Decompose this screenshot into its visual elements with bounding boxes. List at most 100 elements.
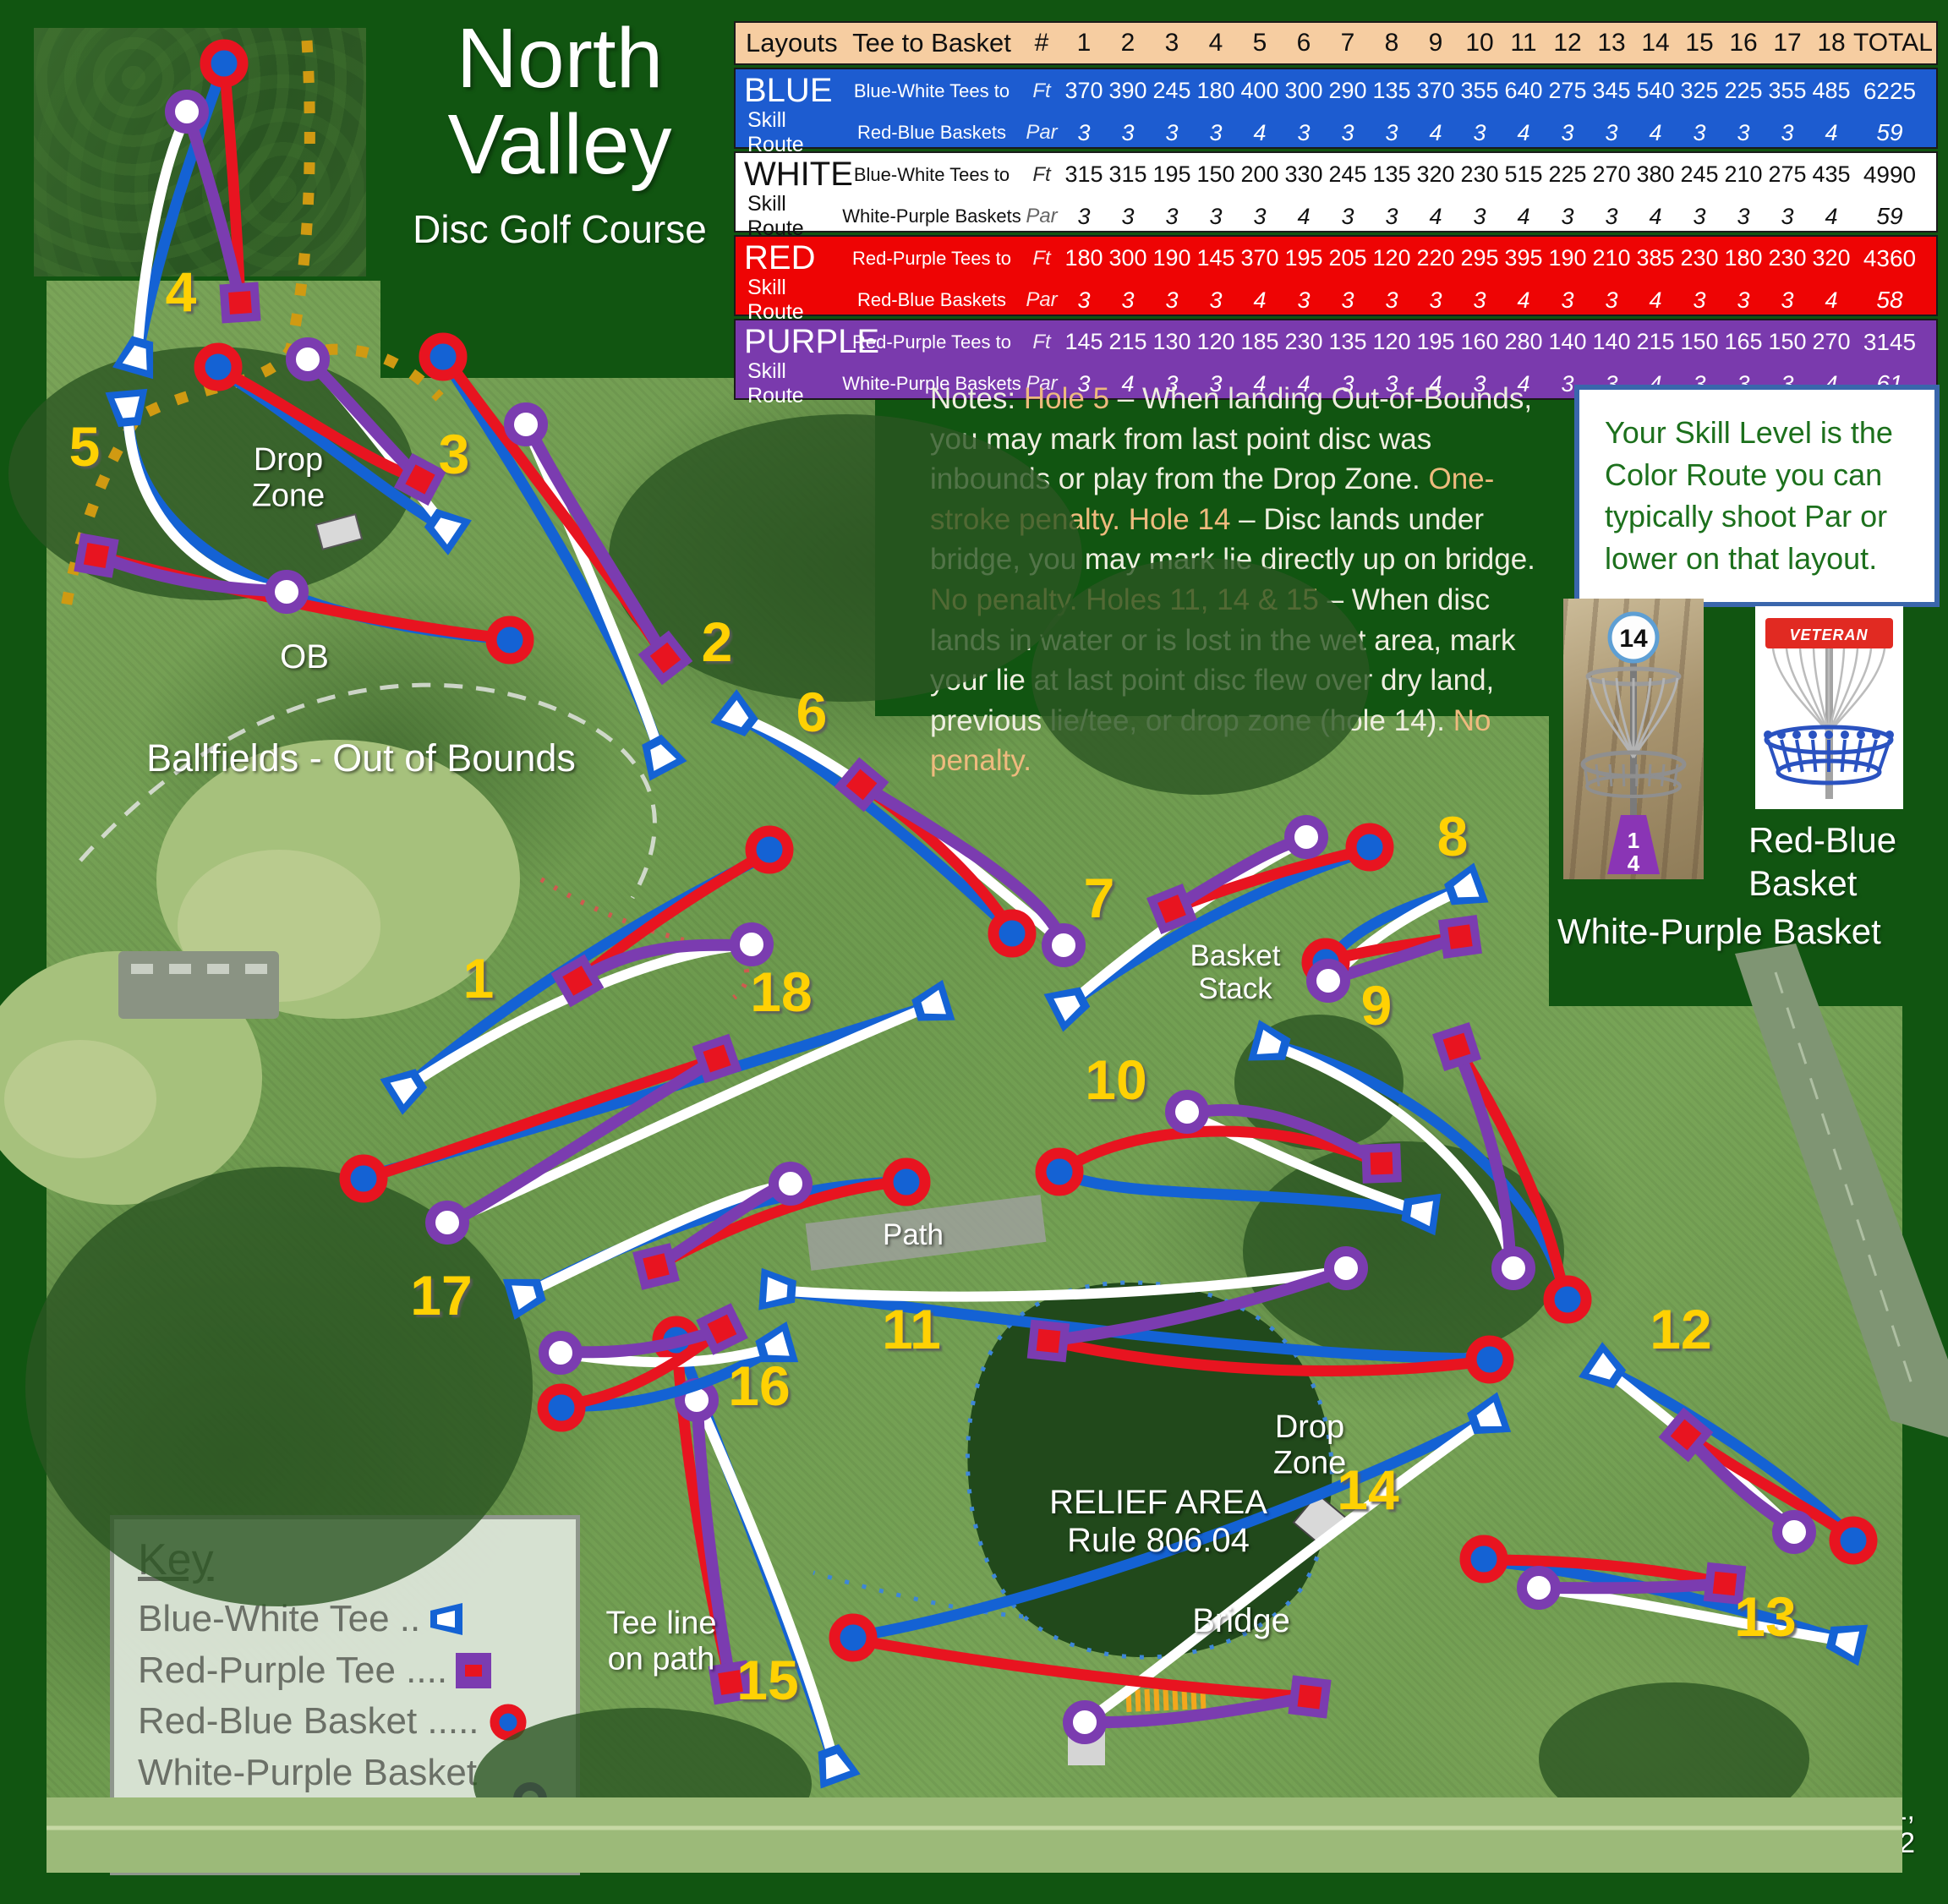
table-cell: 195	[1416, 329, 1455, 354]
table-cell: 230	[1768, 245, 1807, 271]
table-cell: 160	[1460, 329, 1499, 354]
red-blue-basket-icon	[486, 1700, 530, 1744]
table-cell: 120	[1372, 245, 1411, 271]
table-cell: 3	[1605, 119, 1618, 145]
table-cell: 435	[1812, 161, 1851, 187]
note-highlight: Holes 11, 14 & 15	[1086, 583, 1319, 616]
table-cell: 3	[1077, 370, 1091, 397]
forest-inset-photo	[34, 28, 366, 276]
note-highlight: No penalty.	[930, 583, 1078, 616]
table-cell: 210	[1592, 245, 1631, 271]
table-cell: 3	[1781, 119, 1794, 145]
table-cell: 4	[1297, 203, 1311, 229]
table-cell: 3	[1077, 287, 1091, 313]
table-cell: 245	[1328, 161, 1367, 187]
table-cell: Red-Purple Tees to	[852, 247, 1011, 269]
table-cell: 4	[1517, 119, 1530, 145]
table-cell: Skill Route	[747, 276, 804, 324]
table-cell: 270	[1812, 329, 1851, 354]
table-cell: Ft	[1032, 246, 1051, 270]
table-cell: 3	[1385, 203, 1398, 229]
note-text	[1120, 503, 1129, 536]
table-cell: 3	[1209, 119, 1223, 145]
table-cell: 290	[1328, 78, 1367, 103]
table-cell: 3	[1341, 119, 1354, 145]
table-cell: 135	[1328, 329, 1367, 354]
table-cell: 4	[1517, 287, 1530, 313]
table-cell: 3	[1121, 287, 1135, 313]
table-cell: 370	[1240, 245, 1279, 271]
white-purple-basket-icon: 14 1 4	[1580, 611, 1687, 876]
table-cell: 4990	[1863, 161, 1917, 188]
table-cell: 185	[1240, 329, 1279, 354]
table-cell: 3	[1781, 287, 1794, 313]
red-blue-basket-photo: VETERAN	[1755, 606, 1903, 809]
version-text: Version 3.6 – August1, 2022	[1627, 1794, 1915, 1859]
table-cell: Ft	[1032, 162, 1051, 186]
blue-white-tee-icon	[427, 1600, 469, 1638]
table-cell: 3	[1297, 287, 1311, 313]
score-table-header-cell: 4	[1208, 29, 1223, 57]
note-text: Notes:	[930, 382, 1024, 415]
table-cell: 3	[1737, 119, 1750, 145]
table-cell: 3	[1781, 203, 1794, 229]
table-cell: 3	[1341, 287, 1354, 313]
course-notes: Notes: Hole 5 – When landing Out-of-Boun…	[930, 379, 1560, 781]
table-cell: WHITE	[744, 156, 853, 193]
table-cell: 4	[1825, 119, 1838, 145]
table-cell: 390	[1108, 78, 1147, 103]
table-cell: 3	[1693, 119, 1706, 145]
table-cell: 355	[1768, 78, 1807, 103]
course-title-block: North Valley Disc Golf Course	[391, 15, 729, 252]
skill-level-text: Your Skill Level is the Color Route you …	[1605, 415, 1893, 577]
table-cell: 4	[1825, 203, 1838, 229]
score-table-header-cell: #	[1034, 29, 1049, 57]
table-cell: 485	[1812, 78, 1851, 103]
table-cell: 230	[1284, 329, 1323, 354]
score-table-header-cell: TOTAL	[1853, 29, 1933, 57]
table-cell: 3	[1473, 203, 1486, 229]
table-cell: 385	[1636, 245, 1675, 271]
score-table-header-cell: 3	[1164, 29, 1179, 57]
table-cell: 370	[1064, 78, 1103, 103]
table-cell: Skill Route	[747, 359, 804, 408]
table-cell: 3	[1253, 203, 1267, 229]
red-purple-tee-icon	[454, 1651, 493, 1690]
table-cell: 59	[1876, 203, 1903, 229]
white-purple-basket-icon	[508, 1777, 552, 1821]
key-item: Red-Blue Basket .....	[138, 1696, 552, 1748]
table-cell: 245	[1152, 78, 1191, 103]
table-cell: 275	[1548, 78, 1587, 103]
table-cell: 3	[1561, 119, 1574, 145]
table-cell: PURPLE	[744, 323, 880, 360]
table-cell: 3	[1209, 370, 1223, 397]
table-cell: 270	[1592, 161, 1631, 187]
table-cell: 180	[1196, 78, 1235, 103]
table-cell: 3	[1297, 119, 1311, 145]
table-cell: 150	[1196, 161, 1235, 187]
table-cell: 3	[1165, 119, 1179, 145]
table-cell: White-Purple Baskets	[842, 205, 1021, 227]
table-cell: 4	[1649, 119, 1662, 145]
score-table-header-cell: 12	[1553, 29, 1582, 57]
table-cell: 3145	[1863, 328, 1917, 355]
table-cell: 59	[1876, 119, 1903, 145]
table-cell: 4	[1253, 370, 1267, 397]
table-cell: 245	[1680, 161, 1719, 187]
table-cell: Blue-White Tees to	[853, 79, 1010, 101]
table-cell: 3	[1561, 287, 1574, 313]
svg-text:4: 4	[1628, 851, 1640, 876]
white-purple-basket-photo: 14 1 4	[1563, 599, 1704, 879]
table-cell: 315	[1108, 161, 1147, 187]
table-cell: 230	[1460, 161, 1499, 187]
white-purple-basket-label: White-Purple Basket	[1557, 911, 1948, 952]
table-cell: 325	[1680, 78, 1719, 103]
score-table-header-cell: 7	[1340, 29, 1355, 57]
table-cell: 215	[1636, 329, 1675, 354]
table-cell: 3	[1341, 203, 1354, 229]
table-cell: 3	[1341, 370, 1354, 397]
table-cell: 395	[1504, 245, 1543, 271]
